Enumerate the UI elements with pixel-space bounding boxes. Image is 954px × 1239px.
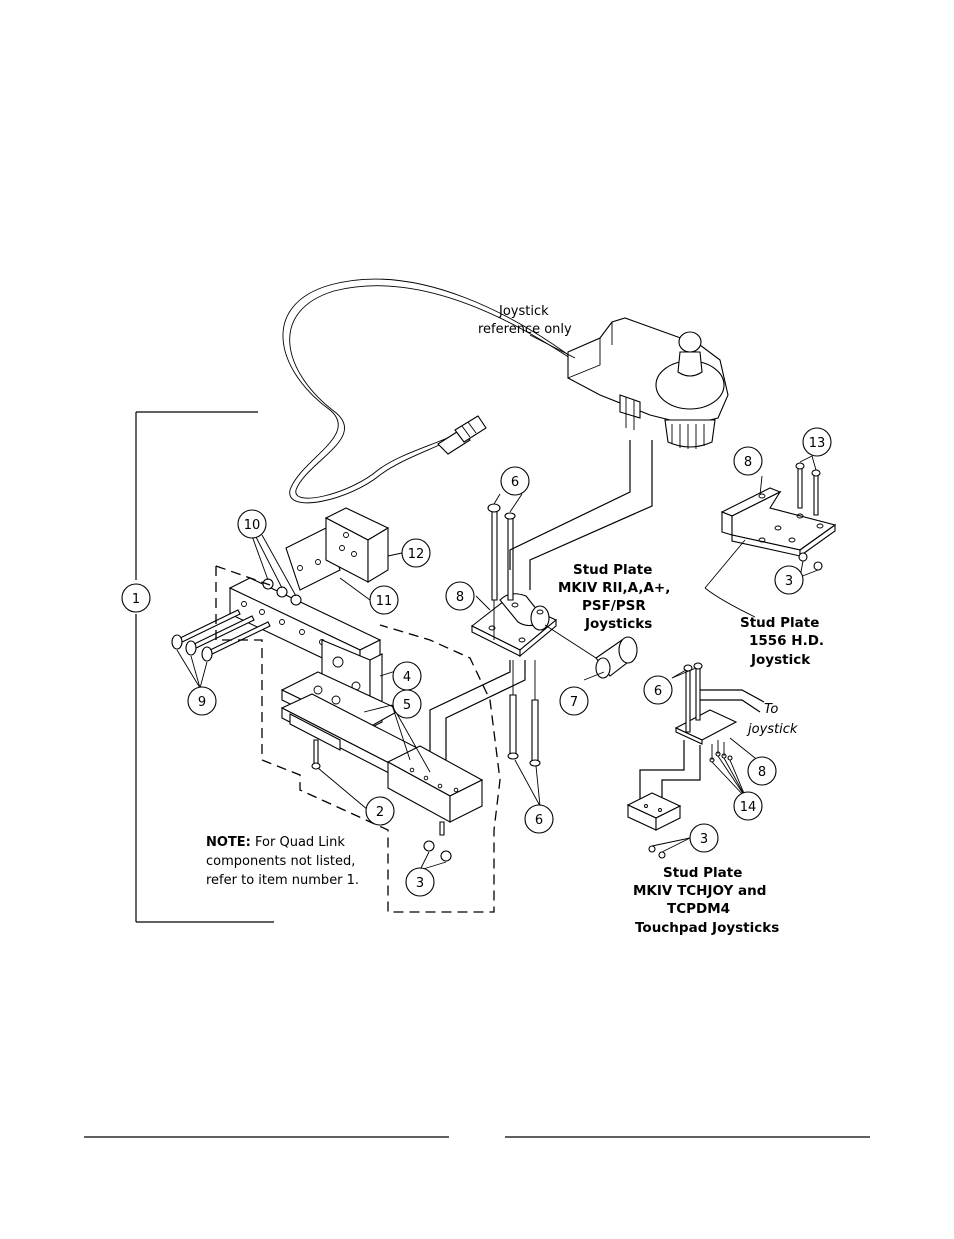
svg-text:TCPDM4: TCPDM4 (667, 901, 730, 917)
callouts: 1 10 12 11 4 5 9 2 3 6 8 7 6 8 13 3 6 8 … (121, 427, 832, 897)
part-7-cylinder (544, 624, 638, 679)
svg-text:8: 8 (744, 455, 752, 470)
callout-6c: 6 (643, 675, 673, 705)
svg-text:9: 9 (198, 695, 206, 710)
joystick-lead-1 (509, 440, 631, 570)
svg-text:8: 8 (456, 590, 464, 605)
callout-6b: 6 (524, 804, 554, 834)
svg-text:PSF/PSR: PSF/PSR (582, 598, 646, 614)
svg-text:11: 11 (376, 594, 393, 609)
callout-9: 9 (187, 686, 217, 716)
stud-plate-1556 (704, 462, 837, 618)
label-joystick-reference: Joystick reference only (478, 304, 572, 337)
callout-13: 13 (802, 427, 832, 457)
svg-text:Stud Plate: Stud Plate (740, 615, 819, 631)
callout-6a: 6 (500, 466, 530, 496)
svg-text:Joystick: Joystick (750, 652, 811, 668)
leader-lines (176, 455, 819, 871)
callout-8b: 8 (733, 446, 763, 476)
svg-text:components not listed,: components not listed, (206, 854, 355, 869)
label-stud-plate-touchpad: Stud Plate MKIV TCHJOY and TCPDM4 Touchp… (633, 865, 779, 936)
callout-12: 12 (401, 538, 431, 568)
label-stud-plate-1556: Stud Plate 1556 H.D. Joystick (740, 615, 824, 668)
callout-1: 1 (121, 583, 151, 613)
joystick-cable (282, 278, 571, 504)
svg-text:MKIV TCHJOY and: MKIV TCHJOY and (633, 883, 766, 899)
svg-text:12: 12 (408, 547, 425, 562)
svg-text:joystick: joystick (746, 722, 798, 737)
svg-text:To: To (764, 702, 778, 717)
svg-text:Joystick: Joystick (498, 304, 549, 319)
note-quad-link: NOTE: For Quad Link components not liste… (206, 835, 359, 888)
svg-text:4: 4 (403, 670, 411, 685)
callout-7: 7 (559, 686, 589, 716)
callout-3c: 3 (689, 823, 719, 853)
joystick-leader (529, 334, 576, 359)
svg-text:6: 6 (654, 684, 662, 699)
svg-text:13: 13 (809, 436, 826, 451)
callout-2: 2 (365, 796, 395, 826)
svg-text:3: 3 (700, 832, 708, 847)
callout-3b: 3 (774, 565, 804, 595)
svg-text:6: 6 (535, 813, 543, 828)
svg-text:6: 6 (511, 475, 519, 490)
svg-text:5: 5 (403, 698, 411, 713)
quad-link-dashed-outline (215, 566, 501, 913)
svg-text:10: 10 (244, 518, 261, 533)
joystick-lead-2 (529, 440, 653, 590)
label-to-joystick: To joystick (746, 702, 798, 737)
callout-14: 14 (733, 791, 763, 821)
svg-text:3: 3 (785, 574, 793, 589)
svg-text:reference only: reference only (478, 322, 572, 337)
cable-connector (437, 415, 487, 455)
quad-link-assembly (171, 507, 484, 862)
bracket-dashed-outline (215, 565, 271, 586)
stud-plate-touchpad (626, 662, 765, 859)
item-1-bracket (135, 411, 274, 923)
callout-4: 4 (392, 661, 422, 691)
label-stud-plate-mkiv-rii: Stud Plate MKIV RII,A,A+, PSF/PSR Joysti… (558, 562, 670, 632)
svg-text:Joysticks: Joysticks (584, 616, 652, 632)
stud-plate-mkiv-rii (470, 503, 558, 767)
svg-text:14: 14 (740, 800, 757, 815)
callout-5: 5 (392, 689, 422, 719)
svg-text:2: 2 (376, 805, 384, 820)
callout-8a: 8 (445, 581, 475, 611)
callout-8c: 8 (747, 756, 777, 786)
svg-text:refer to item number 1.: refer to item number 1. (206, 873, 359, 888)
svg-text:Stud Plate: Stud Plate (573, 562, 652, 578)
svg-text:NOTE: For Quad Link: NOTE: For Quad Link (206, 835, 345, 850)
svg-text:MKIV RII,A,A+,: MKIV RII,A,A+, (558, 580, 670, 596)
callout-10: 10 (237, 509, 267, 539)
svg-text:Stud Plate: Stud Plate (663, 865, 742, 881)
svg-text:1: 1 (132, 592, 140, 607)
svg-text:8: 8 (758, 765, 766, 780)
callout-3a: 3 (405, 867, 435, 897)
mount-lead-2 (445, 660, 526, 760)
callout-11: 11 (369, 585, 399, 615)
mount-lead-1 (429, 660, 511, 760)
svg-text:3: 3 (416, 876, 424, 891)
joystick-cable-inner (289, 285, 574, 499)
svg-text:Touchpad Joysticks: Touchpad Joysticks (635, 920, 779, 936)
svg-text:1556 H.D.: 1556 H.D. (749, 633, 824, 649)
joystick-body (567, 317, 729, 449)
svg-text:7: 7 (570, 695, 578, 710)
